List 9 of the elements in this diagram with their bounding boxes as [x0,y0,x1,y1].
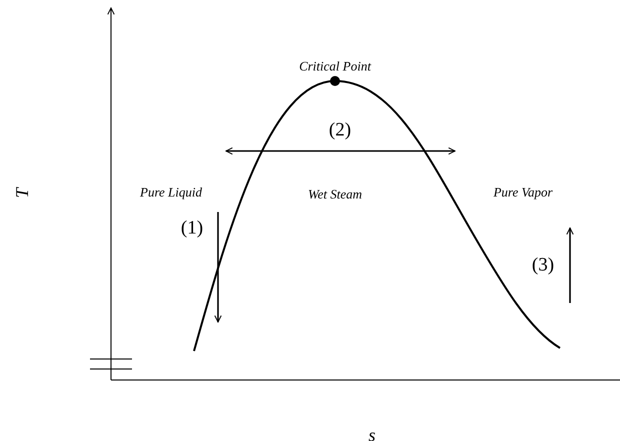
region-label: Wet Steam [308,188,362,200]
axis-title: T [13,188,31,198]
axis-title: s [368,426,376,441]
point-label: Critical Point [299,60,371,72]
process-number: (1) [180,218,204,238]
region-label: Pure Liquid [140,186,202,198]
region-label: Pure Vapor [493,186,553,198]
process-number: (3) [532,256,554,274]
process-number: (2) [328,120,352,140]
